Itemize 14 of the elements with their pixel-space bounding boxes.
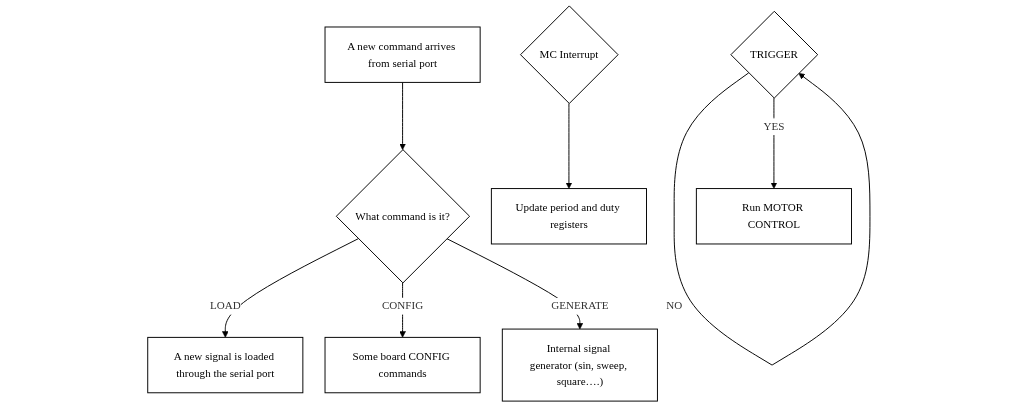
node-box: Run MOTOR CONTROL [696,188,853,245]
node-box: Update period and duty registers [491,188,648,245]
edge-label: YES [763,120,785,133]
edge-label: NO [666,299,683,312]
node-diamond: What command is it? [336,149,471,284]
edge-label: GENERATE [551,299,609,312]
node-box: Internal signal generator (sin, sweep, square….) [501,328,659,402]
node-diamond: TRIGGER [730,10,819,99]
edge-label: CONFIG [382,299,424,312]
node-box: A new signal is loaded through the serial port [147,336,304,394]
node-box: Some board CONFIG commands [324,336,481,394]
node-diamond: MC Interrupt [520,5,619,104]
node-box: A new command arrives from serial port [324,26,481,83]
edge-label: LOAD [210,299,241,312]
